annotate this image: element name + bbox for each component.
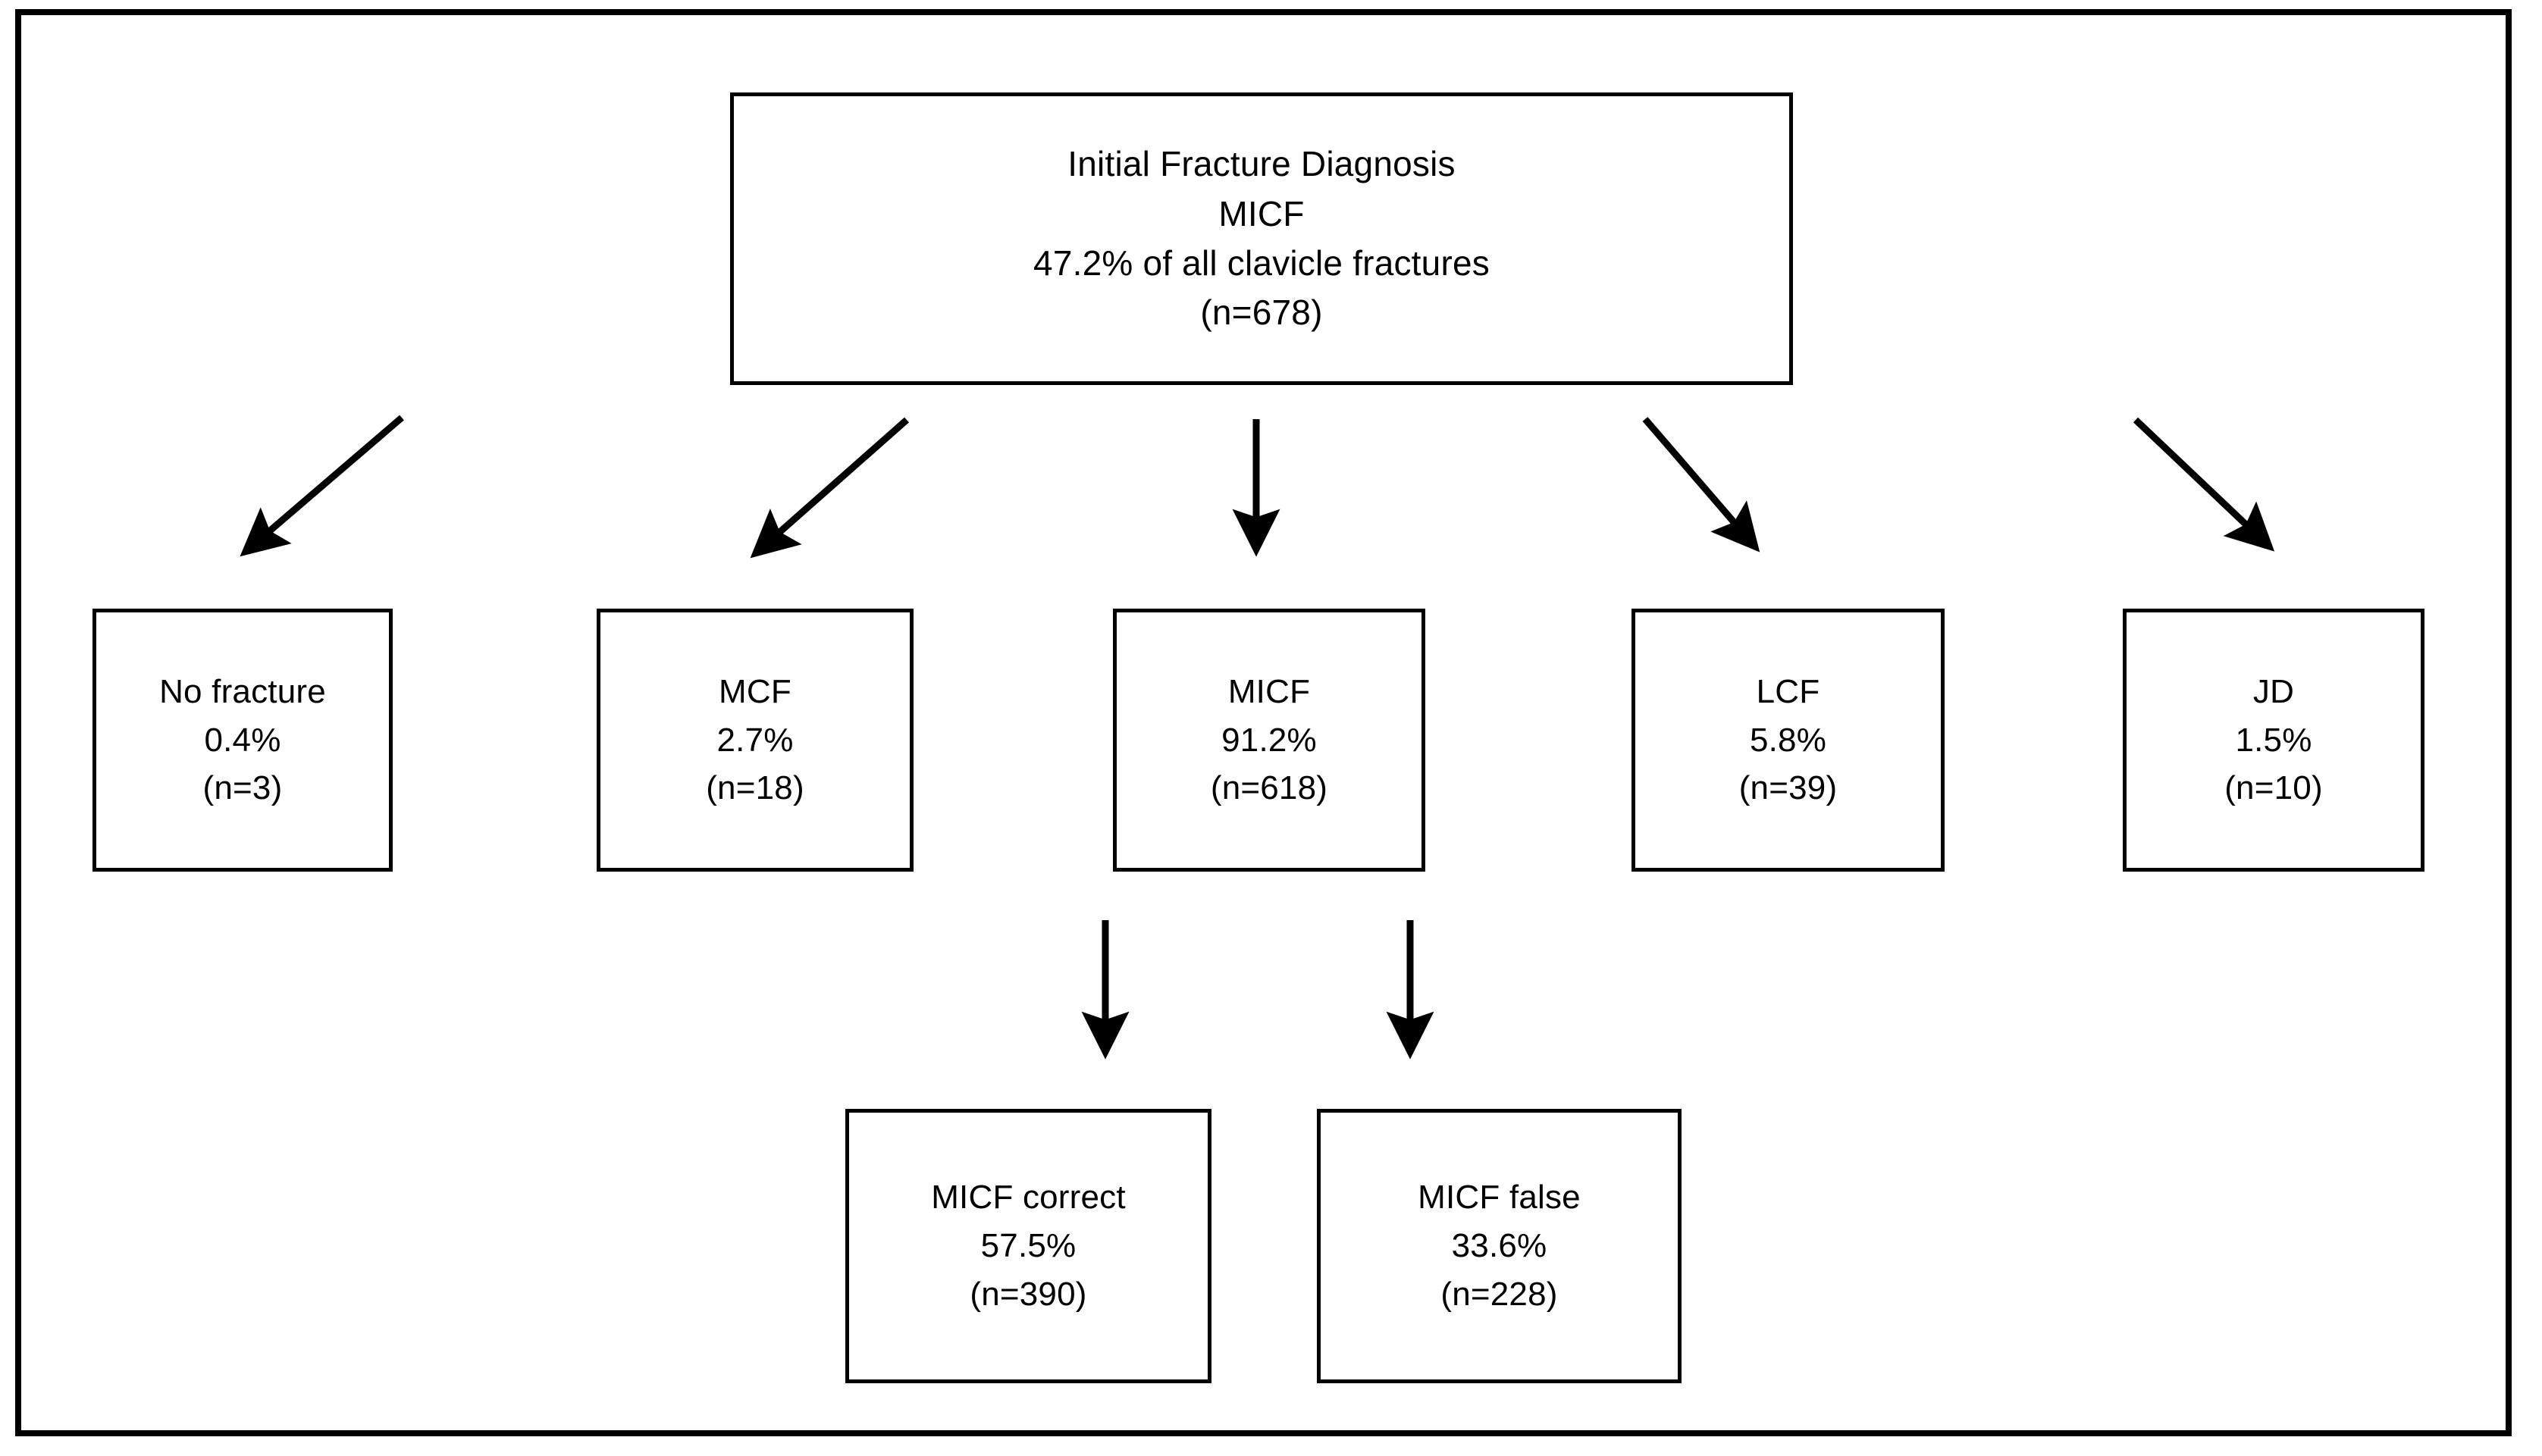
node-root-line-1: Initial Fracture Diagnosis (1067, 144, 1456, 184)
node-micf-false-label: MICF false (1418, 1179, 1581, 1216)
node-root-line-4: (n=678) (1200, 293, 1323, 333)
node-mcf-percent: 2.7% (716, 721, 794, 759)
node-jd[interactable]: JD 1.5% (n=10) (2123, 609, 2424, 872)
node-mcf-count: (n=18) (706, 769, 804, 807)
node-jd-percent: 1.5% (2235, 721, 2312, 759)
node-initial-fracture-diagnosis[interactable]: Initial Fracture Diagnosis MICF 47.2% of… (730, 92, 1793, 385)
node-micf-false[interactable]: MICF false 33.6% (n=228) (1317, 1109, 1682, 1383)
node-jd-label: JD (2252, 672, 2295, 710)
node-mcf-label: MCF (719, 672, 791, 710)
node-root-line-3: 47.2% of all clavicle fractures (1033, 243, 1490, 283)
node-micf-correct-count: (n=390) (970, 1275, 1087, 1313)
node-micf-correct-label: MICF correct (931, 1179, 1126, 1216)
node-no-fracture-label: No fracture (159, 672, 326, 710)
node-root-line-2: MICF (1218, 193, 1305, 233)
node-jd-count: (n=10) (2224, 769, 2323, 807)
node-micf-false-percent: 33.6% (1451, 1227, 1547, 1265)
node-micf-correct-percent: 57.5% (980, 1227, 1077, 1265)
node-micf-count: (n=618) (1210, 769, 1328, 807)
node-no-fracture-percent: 0.4% (204, 721, 281, 759)
node-no-fracture-count: (n=3) (202, 769, 283, 807)
node-lcf[interactable]: LCF 5.8% (n=39) (1631, 609, 1945, 872)
node-micf-correct[interactable]: MICF correct 57.5% (n=390) (845, 1109, 1211, 1383)
node-lcf-percent: 5.8% (1749, 721, 1827, 759)
node-lcf-label: LCF (1756, 672, 1820, 710)
node-lcf-count: (n=39) (1738, 769, 1838, 807)
node-mcf[interactable]: MCF 2.7% (n=18) (597, 609, 914, 872)
node-micf[interactable]: MICF 91.2% (n=618) (1113, 609, 1425, 872)
node-micf-false-count: (n=228) (1440, 1275, 1558, 1313)
node-no-fracture[interactable]: No fracture 0.4% (n=3) (92, 609, 393, 872)
node-micf-label: MICF (1227, 672, 1311, 710)
node-micf-percent: 91.2% (1221, 721, 1317, 759)
